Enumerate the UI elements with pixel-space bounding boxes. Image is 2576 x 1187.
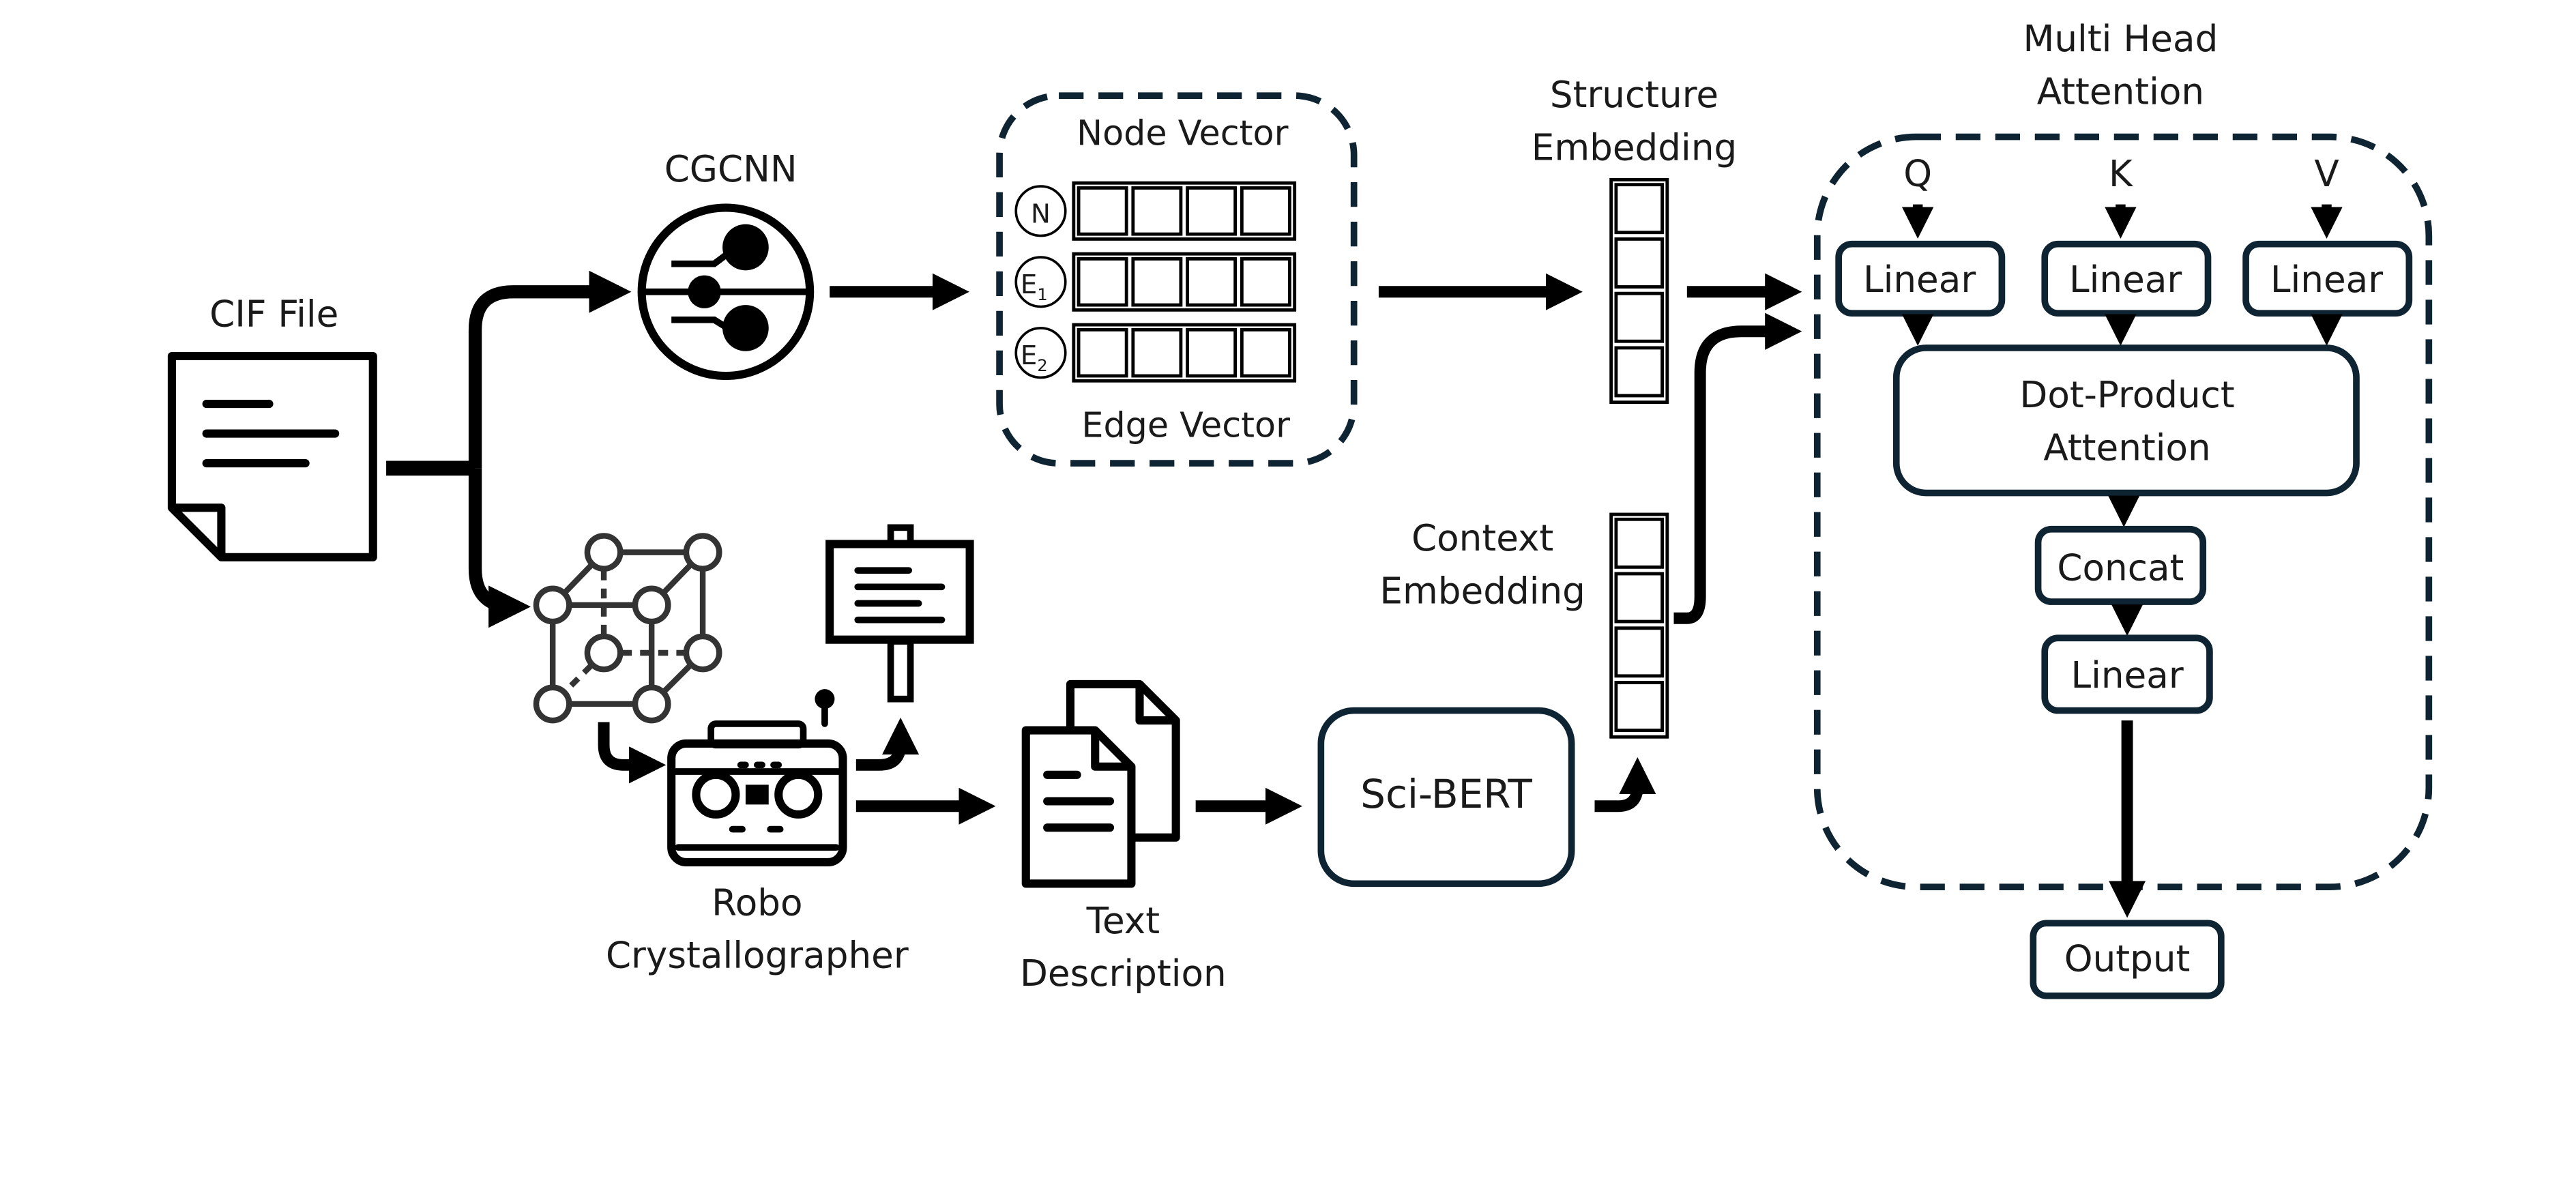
- edge2-circle: [1014, 327, 1067, 379]
- mha-label-1: Multi Head: [2023, 18, 2219, 60]
- text-documents-icon: [1021, 679, 1180, 888]
- graph-network-icon: [637, 203, 815, 381]
- cif-split-arrows: [386, 270, 632, 628]
- context-embedding-label-1: Context: [1411, 517, 1553, 559]
- linear-q-box: [1835, 240, 2006, 317]
- linear-v-label: Linear: [2270, 259, 2383, 301]
- edge2-letter: E2: [1021, 340, 1048, 375]
- linear-k-box: [2041, 240, 2212, 317]
- edge-vector-label: Edge Vector: [1081, 405, 1290, 445]
- dot-product-label-2: Attention: [2043, 426, 2210, 469]
- node-vector-label: Node Vector: [1077, 113, 1288, 153]
- linear-out-box: [2041, 634, 2213, 714]
- structure-embedding-label-2: Embedding: [1532, 126, 1738, 168]
- k-label: K: [2109, 153, 2133, 195]
- document-icon: [167, 351, 377, 561]
- scibert-label: Sci-BERT: [1360, 771, 1532, 817]
- node-circle: [1014, 185, 1067, 237]
- edge2-cells: [1072, 323, 1297, 383]
- arrow-scibert-to-context: [1594, 757, 1656, 812]
- qkv-arrows: [1901, 204, 2343, 239]
- structure-embedding-label-1: Structure: [1550, 74, 1718, 116]
- output-label: Output: [2064, 937, 2191, 980]
- edge1-letter: E1: [1021, 269, 1048, 304]
- text-description-label-2: Description: [1020, 952, 1227, 995]
- v-label: V: [2314, 153, 2339, 195]
- cif-file-label: CIF File: [209, 293, 338, 336]
- output-box: [2030, 920, 2225, 999]
- robo-label-1: Robo: [712, 881, 802, 924]
- linear-v-box: [2242, 240, 2413, 317]
- arrow-crystal-to-robot: [598, 722, 667, 784]
- structure-embedding-vector: [1609, 178, 1669, 405]
- text-description-label-1: Text: [1086, 900, 1160, 942]
- signboard-icon: [825, 524, 974, 703]
- node-edge-vector-group: Node Vector Edge Vector N E1 E2: [996, 92, 1358, 467]
- crystal-lattice-icon: [533, 533, 722, 724]
- linear-to-dot-arrows: [1901, 314, 2343, 346]
- robo-label-2: Crystallographer: [606, 935, 909, 977]
- mha-label-2: Attention: [2037, 70, 2204, 113]
- node-letter: N: [1031, 199, 1051, 229]
- arrow-robot-to-sign: [855, 717, 920, 771]
- linear-q-label: Linear: [1863, 259, 1976, 301]
- scibert-box: [1317, 707, 1575, 888]
- linear-out-label: Linear: [2070, 654, 2183, 697]
- dot-product-box: [1892, 345, 2360, 497]
- robot-icon: [667, 689, 847, 866]
- edge1-cells: [1072, 252, 1297, 312]
- arrow-context-to-mha: [1673, 312, 1802, 624]
- concat-box: [2034, 525, 2207, 605]
- context-embedding-vector: [1609, 512, 1669, 739]
- edge1-circle: [1014, 256, 1067, 308]
- cgcnn-label: CGCNN: [664, 148, 797, 190]
- node-cells: [1072, 181, 1297, 241]
- dot-product-label-1: Dot-Product: [2019, 374, 2234, 416]
- context-embedding-label-2: Embedding: [1379, 570, 1585, 612]
- concat-label: Concat: [2057, 547, 2184, 589]
- q-label: Q: [1903, 153, 1932, 195]
- linear-k-label: Linear: [2069, 259, 2182, 301]
